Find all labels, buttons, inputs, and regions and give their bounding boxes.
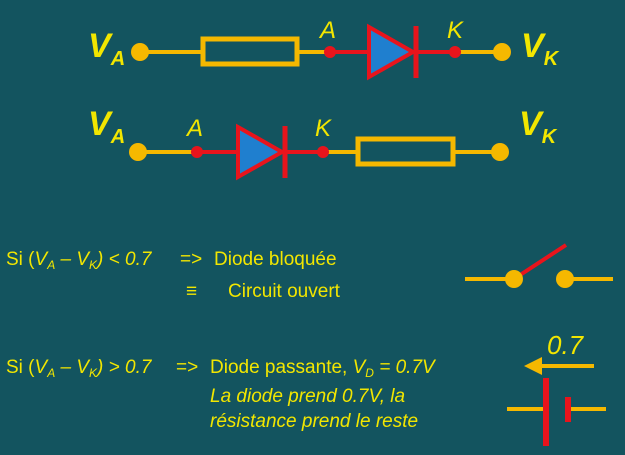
vd-value: = 0.7V	[373, 357, 435, 378]
terminal-left	[129, 143, 147, 161]
passing-result-text: Diode passante,	[210, 357, 353, 378]
voltage-arrow-head	[524, 357, 542, 375]
passing-result: Diode passante, VD = 0.7V	[210, 357, 435, 380]
cond-suffix: ) < 0.7	[97, 249, 152, 270]
cathode-node	[317, 146, 329, 158]
terminal-label-left: VA	[88, 105, 125, 148]
anode-label: A	[318, 17, 336, 44]
diode-triangle	[236, 123, 287, 181]
cond-suffix: ) > 0.7	[97, 357, 152, 378]
bottom-circuit: VA VK A K	[88, 105, 558, 181]
vk-term: VK	[76, 357, 98, 380]
voltage-source-symbol: 0.7	[507, 330, 606, 446]
diode-triangle	[367, 23, 418, 81]
implies-arrow: =>	[180, 249, 203, 270]
terminal-label-right: VK	[521, 27, 560, 70]
vk-term: VK	[76, 249, 98, 272]
vd-term: VD	[352, 357, 374, 380]
resistor	[200, 36, 300, 67]
cond-prefix: Si (	[6, 249, 35, 270]
cond-prefix: Si (	[6, 357, 35, 378]
terminal-label-left: VA	[88, 27, 125, 70]
top-circuit: VA VK A K	[88, 17, 560, 81]
switch-contact-right	[556, 270, 574, 288]
switch-blade	[512, 243, 568, 281]
implies-arrow: =>	[176, 357, 199, 378]
resistor	[355, 136, 456, 167]
open-circuit-text: Circuit ouvert	[228, 281, 340, 302]
condition-passing-line: Si (VA – VK) > 0.7	[6, 357, 152, 380]
minus-sign: –	[55, 357, 77, 378]
va-term: VA	[34, 249, 56, 272]
cathode-label: K	[315, 115, 332, 142]
anode-node	[324, 46, 336, 58]
note-line-1: La diode prend 0.7V, la	[210, 386, 406, 407]
anode-node	[191, 146, 203, 158]
source-voltage-label: 0.7	[547, 330, 585, 360]
anode-label: A	[185, 115, 203, 142]
terminal-right	[491, 143, 509, 161]
minus-sign: –	[55, 249, 77, 270]
open-switch-symbol	[465, 243, 613, 288]
cathode-node	[449, 46, 461, 58]
condition-blocked-line: Si (VA – VK) < 0.7	[6, 249, 152, 272]
note-line-2: résistance prend le reste	[210, 411, 419, 432]
terminal-label-right: VK	[519, 105, 558, 148]
switch-contact-left	[505, 270, 523, 288]
equivalent-symbol: ≡	[186, 281, 198, 302]
va-term: VA	[34, 357, 56, 380]
blocked-result: Diode bloquée	[214, 249, 337, 270]
terminal-right	[493, 43, 511, 61]
terminal-left	[131, 43, 149, 61]
cathode-label: K	[447, 17, 464, 44]
